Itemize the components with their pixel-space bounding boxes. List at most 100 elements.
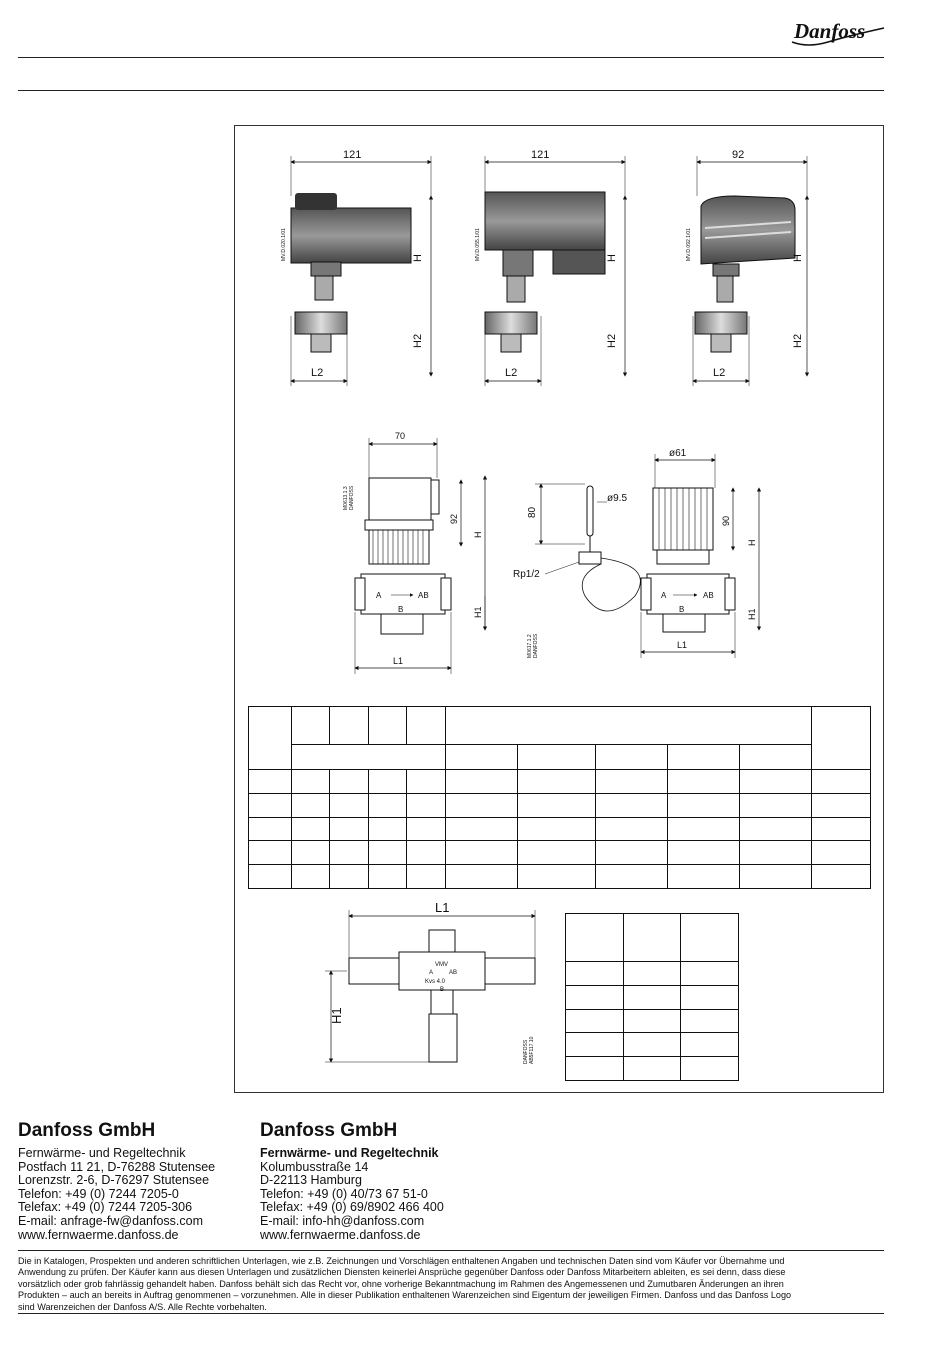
port-a-thermal: A (376, 591, 382, 600)
kvs-label: Kvs 4.0 (425, 979, 446, 985)
address-line: Lorenzstr. 2-6, D-76297 Stutensee (18, 1173, 210, 1188)
company-name: Danfoss GmbH (260, 1120, 398, 1141)
fax: Telefax: +49 (0) 69/8902 466 400 (260, 1200, 444, 1215)
port-b-thermal: B (398, 605, 403, 614)
table-row (565, 984, 739, 1010)
table-row (248, 864, 872, 889)
footer-rule-bottom (18, 1313, 884, 1314)
header-rule-top (18, 57, 884, 58)
dim-l1-thermostat: L1 (677, 640, 687, 650)
dim-height-thermal: 92 (449, 514, 459, 524)
port-ab-thermostat: AB (703, 591, 714, 600)
code-thermal-a: M0613.1.3 (343, 486, 349, 510)
port-a-thermostat: A (661, 591, 667, 600)
disclaimer-line: sind Warenzeichen der Danfoss A/S. Alle … (18, 1301, 267, 1312)
dim-h-thermostat: H (747, 540, 757, 547)
website-link[interactable]: www.fernwaerme.danfoss.de (18, 1227, 179, 1242)
port-ab-body: AB (449, 970, 457, 976)
address-line: D-22113 Hamburg (260, 1173, 362, 1188)
dim-width-2: 121 (531, 149, 549, 161)
danfoss-logo: Danfoss (788, 14, 888, 50)
company-name: Danfoss GmbH (18, 1120, 156, 1141)
dim-h2-1: H2 (412, 334, 424, 348)
code-body-a: DANFOSS (523, 1039, 529, 1064)
dimension-table (565, 913, 739, 1081)
code-body-b: AB5F117.10 (529, 1036, 535, 1064)
table-header-row (565, 913, 739, 962)
address-line: Kolumbusstraße 14 (260, 1159, 369, 1174)
website-link[interactable]: www.fernwaerme.danfoss.de (260, 1227, 421, 1242)
disclaimer-line: Anwendung zu prüfen. Der Käufer kann aus… (18, 1267, 786, 1278)
dim-width-1: 121 (343, 149, 361, 161)
disclaimer-line: vorsätzlich oder grob fahrlässig gehande… (18, 1278, 784, 1289)
code-thermostat-b: DANFOSS (533, 633, 539, 658)
footer-rule-top (18, 1250, 884, 1251)
phone: Telefon: +49 (0) 40/73 67 51-0 (260, 1186, 428, 1201)
table-row (565, 961, 739, 986)
dim-sensor-length: 80 (527, 506, 538, 518)
dim-l2-2: L2 (505, 367, 517, 379)
dim-l2-3: L2 (713, 367, 725, 379)
office-hamburg: Danfoss GmbH Fernwärme- und Regeltechnik… (260, 1120, 444, 1242)
address-line: Fernwärme- und Regeltechnik (260, 1146, 439, 1160)
specification-table (248, 706, 872, 889)
dim-h-2: H (606, 254, 618, 262)
dim-l2-1: L2 (311, 367, 323, 379)
office-stutensee: Danfoss GmbH Fernwärme- und Regeltechnik… (18, 1120, 215, 1242)
dim-h1-thermostat: H1 (747, 608, 757, 620)
code-thermostat-a: M0617.1.2 (527, 634, 533, 658)
disclaimer-line: Produkten – auch an bereits in Auftrag g… (18, 1290, 792, 1301)
table-header-row (248, 706, 872, 770)
dim-h2-3: H2 (792, 334, 804, 348)
actuator-drawing-2: 121 L2 H H2 MV.D.055.1/01 (475, 149, 628, 386)
table-row (248, 792, 872, 818)
dim-h-3: H (792, 254, 804, 262)
dim-l1-thermal: L1 (393, 656, 403, 666)
port-ab-thermal: AB (418, 591, 429, 600)
code-2: MV.D.055.1/01 (475, 228, 481, 261)
dim-diameter: ø61 (669, 448, 687, 459)
port-b-thermostat: B (679, 605, 684, 614)
address-line: Postfach 11 21, D-76288 Stutensee (18, 1159, 216, 1174)
table-subheader-row (249, 744, 871, 770)
legal-disclaimer: Die in Katalogen, Prospekten und anderen… (18, 1256, 884, 1313)
dim-h-thermal: H (473, 532, 483, 539)
logo-text: Danfoss (793, 19, 865, 43)
table-row (248, 816, 872, 842)
table-row (565, 1032, 739, 1058)
phone: Telefon: +49 (0) 7244 7205-0 (18, 1186, 179, 1201)
email-link[interactable]: E-mail: anfrage-fw@danfoss.com (18, 1213, 203, 1228)
thermal-actuator-drawing: 70 A AB B 92 H (343, 431, 488, 674)
email-link[interactable]: E-mail: info-hh@danfoss.com (260, 1213, 425, 1228)
actuator-drawing-3: 92 L2 H H2 MV.D.092.1/01 (686, 149, 810, 386)
table-row (565, 1056, 739, 1081)
dim-h-1: H (412, 254, 424, 262)
dim-h2-2: H2 (606, 334, 618, 348)
thermostatic-element-drawing: ø61 A AB B 80 (513, 448, 762, 658)
code-thermal-b: DANFOSS (349, 485, 355, 510)
fax: Telefax: +49 (0) 7244 7205-306 (18, 1200, 193, 1215)
thread-label: Rp1/2 (513, 569, 540, 580)
dim-height-thermostat: 90 (721, 516, 731, 526)
disclaimer-line: Die in Katalogen, Prospekten und anderen… (18, 1256, 785, 1266)
table-row (565, 1008, 739, 1034)
dim-h1-body: H1 (329, 1007, 344, 1024)
actuator-drawing-1: 121 L2 H H2 MV.D.020.1/01 (281, 149, 434, 386)
port-b-body: B (440, 987, 444, 993)
dim-width-thermal: 70 (395, 431, 405, 441)
code-1: MV.D.020.1/01 (281, 228, 287, 261)
port-a-body: A (429, 970, 433, 976)
dim-sensor-diameter: ø9.5 (607, 493, 627, 504)
body-label: VMV (435, 962, 448, 968)
dim-width-3: 92 (732, 149, 744, 161)
table-row (248, 840, 872, 866)
dim-l1-body: L1 (435, 900, 449, 915)
header-rule-bottom (18, 90, 884, 91)
address-line: Fernwärme- und Regeltechnik (18, 1146, 186, 1160)
code-3: MV.D.092.1/01 (686, 228, 692, 261)
valve-body-drawing: L1 VMV A AB Kvs 4.0 B H1 DANFOSS AB5F117… (325, 900, 536, 1064)
drawing-frame: 121 L2 H H2 MV.D.020.1/01 121 (234, 125, 884, 1093)
technical-drawings: 121 L2 H H2 MV.D.020.1/01 121 (281, 149, 810, 1064)
dim-h1-thermal: H1 (473, 606, 483, 618)
table-row (248, 769, 872, 794)
